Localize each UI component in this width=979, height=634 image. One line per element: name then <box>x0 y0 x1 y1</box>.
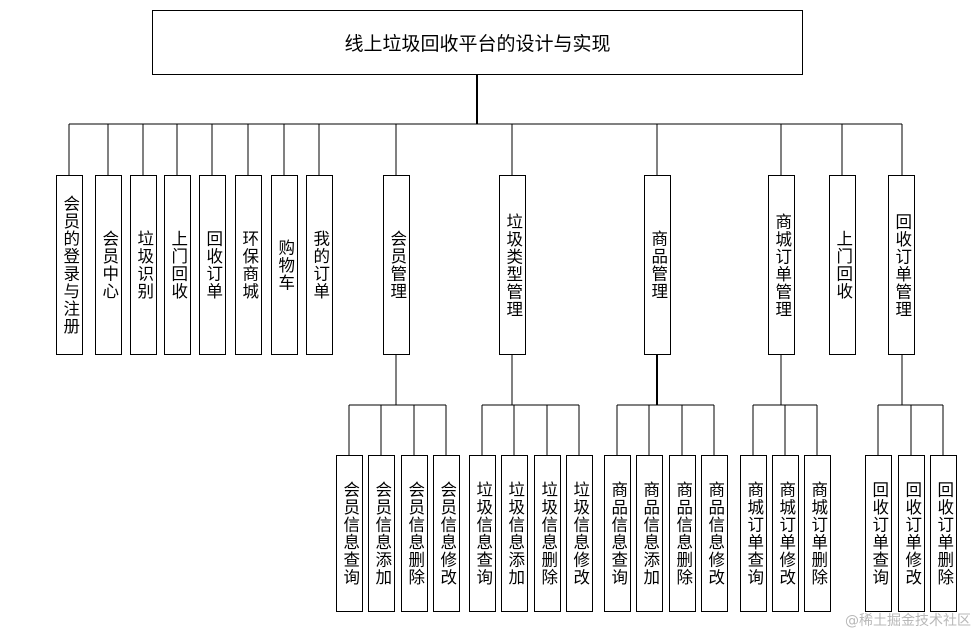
module-recycling-order-management: 回收订单管理 <box>888 175 915 355</box>
module-my-orders: 我的订单 <box>306 175 333 355</box>
leaf-garbage-add: 垃圾信息添加 <box>501 455 528 612</box>
watermark: @稀土掘金技术社区 <box>845 613 971 629</box>
module-member-center: 会员中心 <box>95 175 122 355</box>
leaf-mall-order-delete: 商城订单删除 <box>804 455 831 612</box>
module-member-login-register: 会员的登录与注册 <box>56 175 83 355</box>
leaf-member-query: 会员信息查询 <box>336 455 363 612</box>
leaf-garbage-query: 垃圾信息查询 <box>469 455 496 612</box>
module-garbage-recognition: 垃圾识别 <box>130 175 157 355</box>
leaf-product-add: 商品信息添加 <box>636 455 663 612</box>
leaf-member-add: 会员信息添加 <box>368 455 395 612</box>
module-product-management: 商品管理 <box>644 175 671 355</box>
leaf-recycling-order-delete: 回收订单删除 <box>930 455 957 612</box>
module-recycling-orders: 回收订单 <box>199 175 226 355</box>
module-eco-mall: 环保商城 <box>235 175 262 355</box>
root-title-node: 线上垃圾回收平台的设计与实现 <box>152 10 803 75</box>
leaf-recycling-order-query: 回收订单查询 <box>865 455 892 612</box>
module-doorstep-recycling-admin: 上门回收 <box>829 175 856 355</box>
module-shopping-cart: 购物车 <box>271 175 298 355</box>
module-garbage-type-management: 垃圾类型管理 <box>499 175 526 355</box>
leaf-garbage-delete: 垃圾信息删除 <box>534 455 561 612</box>
module-doorstep-recycling: 上门回收 <box>164 175 191 355</box>
leaf-recycling-order-edit: 回收订单修改 <box>898 455 925 612</box>
leaf-garbage-edit: 垃圾信息修改 <box>566 455 593 612</box>
leaf-product-query: 商品信息查询 <box>604 455 631 612</box>
leaf-product-edit: 商品信息修改 <box>701 455 728 612</box>
leaf-mall-order-query: 商城订单查询 <box>740 455 767 612</box>
leaf-mall-order-edit: 商城订单修改 <box>772 455 799 612</box>
leaf-member-delete: 会员信息删除 <box>401 455 428 612</box>
leaf-member-edit: 会员信息修改 <box>433 455 460 612</box>
module-mall-order-management: 商城订单管理 <box>768 175 795 355</box>
leaf-product-delete: 商品信息删除 <box>669 455 696 612</box>
module-member-management: 会员管理 <box>383 175 410 355</box>
